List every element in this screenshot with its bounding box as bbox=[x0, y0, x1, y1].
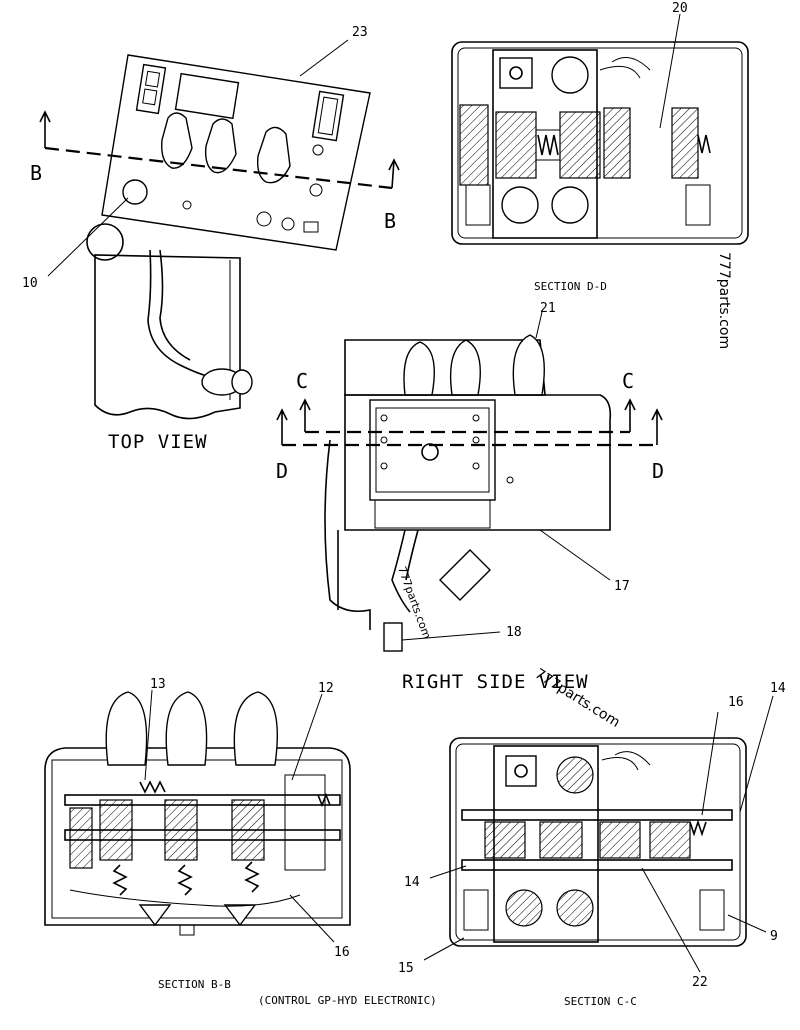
watermark-right: 777parts.com bbox=[716, 252, 732, 349]
callout-20: 20 bbox=[672, 1, 688, 16]
section-b-b: SECTION B-B bbox=[44, 691, 351, 991]
cut-letter-b-left: B bbox=[30, 161, 42, 185]
top-view-label: TOP VIEW bbox=[108, 431, 208, 453]
callout-12: 12 bbox=[318, 681, 334, 696]
cut-letter-d-left: D bbox=[276, 459, 288, 483]
cut-letter-c-right: C bbox=[622, 369, 634, 393]
callouts: 23 20 10 21 17 18 13 12 16 16 14 14 9 15… bbox=[22, 1, 786, 990]
section-c-c-label: SECTION C-C bbox=[564, 995, 637, 1008]
callout-15: 15 bbox=[398, 961, 414, 976]
callout-10: 10 bbox=[22, 276, 38, 291]
cut-letter-d-right: D bbox=[652, 459, 664, 483]
cut-letter-b-right: B bbox=[384, 209, 396, 233]
callout-22: 22 bbox=[692, 975, 708, 990]
cut-letter-c-left: C bbox=[296, 369, 308, 393]
diagram-caption: (CONTROL GP-HYD ELECTRONIC) bbox=[258, 994, 437, 1007]
panel-knob bbox=[122, 179, 148, 205]
right-side-view: C C D D RIGHT SIDE VIEW bbox=[276, 334, 664, 693]
section-d-d: SECTION D-D bbox=[451, 41, 749, 293]
callout-9: 9 bbox=[770, 929, 778, 944]
callout-14-right: 14 bbox=[770, 681, 786, 696]
callout-21: 21 bbox=[540, 301, 556, 316]
callout-14-left: 14 bbox=[404, 875, 420, 890]
callout-13: 13 bbox=[150, 677, 166, 692]
section-b-b-label: SECTION B-B bbox=[158, 978, 231, 991]
top-view: B B TOP VIEW bbox=[30, 54, 400, 453]
callout-17: 17 bbox=[614, 579, 630, 594]
callout-16-b: 16 bbox=[334, 945, 350, 960]
right-side-view-label: RIGHT SIDE VIEW bbox=[402, 671, 589, 693]
callout-23: 23 bbox=[352, 25, 368, 40]
callout-16-c: 16 bbox=[728, 695, 744, 710]
section-c-c: SECTION C-C bbox=[449, 737, 747, 1008]
section-d-d-label: SECTION D-D bbox=[534, 280, 607, 293]
callout-18: 18 bbox=[506, 625, 522, 640]
